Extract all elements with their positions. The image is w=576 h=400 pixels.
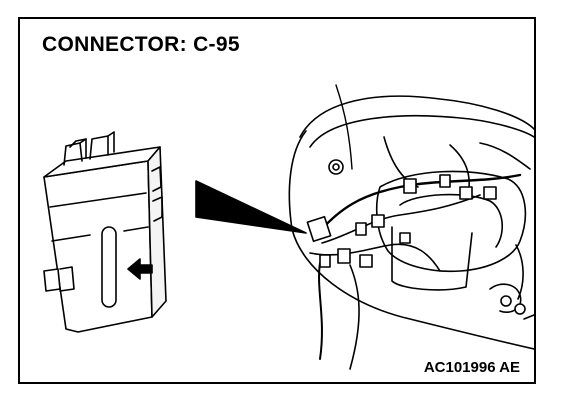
connector-closeup: [43, 131, 167, 333]
diagram-title: CONNECTOR: C-95: [42, 33, 240, 56]
harness-drawing: [288, 84, 534, 370]
callout-wedge: [195, 180, 307, 234]
illustration: [43, 84, 534, 370]
diagram-frame: CONNECTOR: C-95 AC101996 AE: [18, 17, 536, 384]
figure-code: AC101996 AE: [423, 359, 520, 376]
